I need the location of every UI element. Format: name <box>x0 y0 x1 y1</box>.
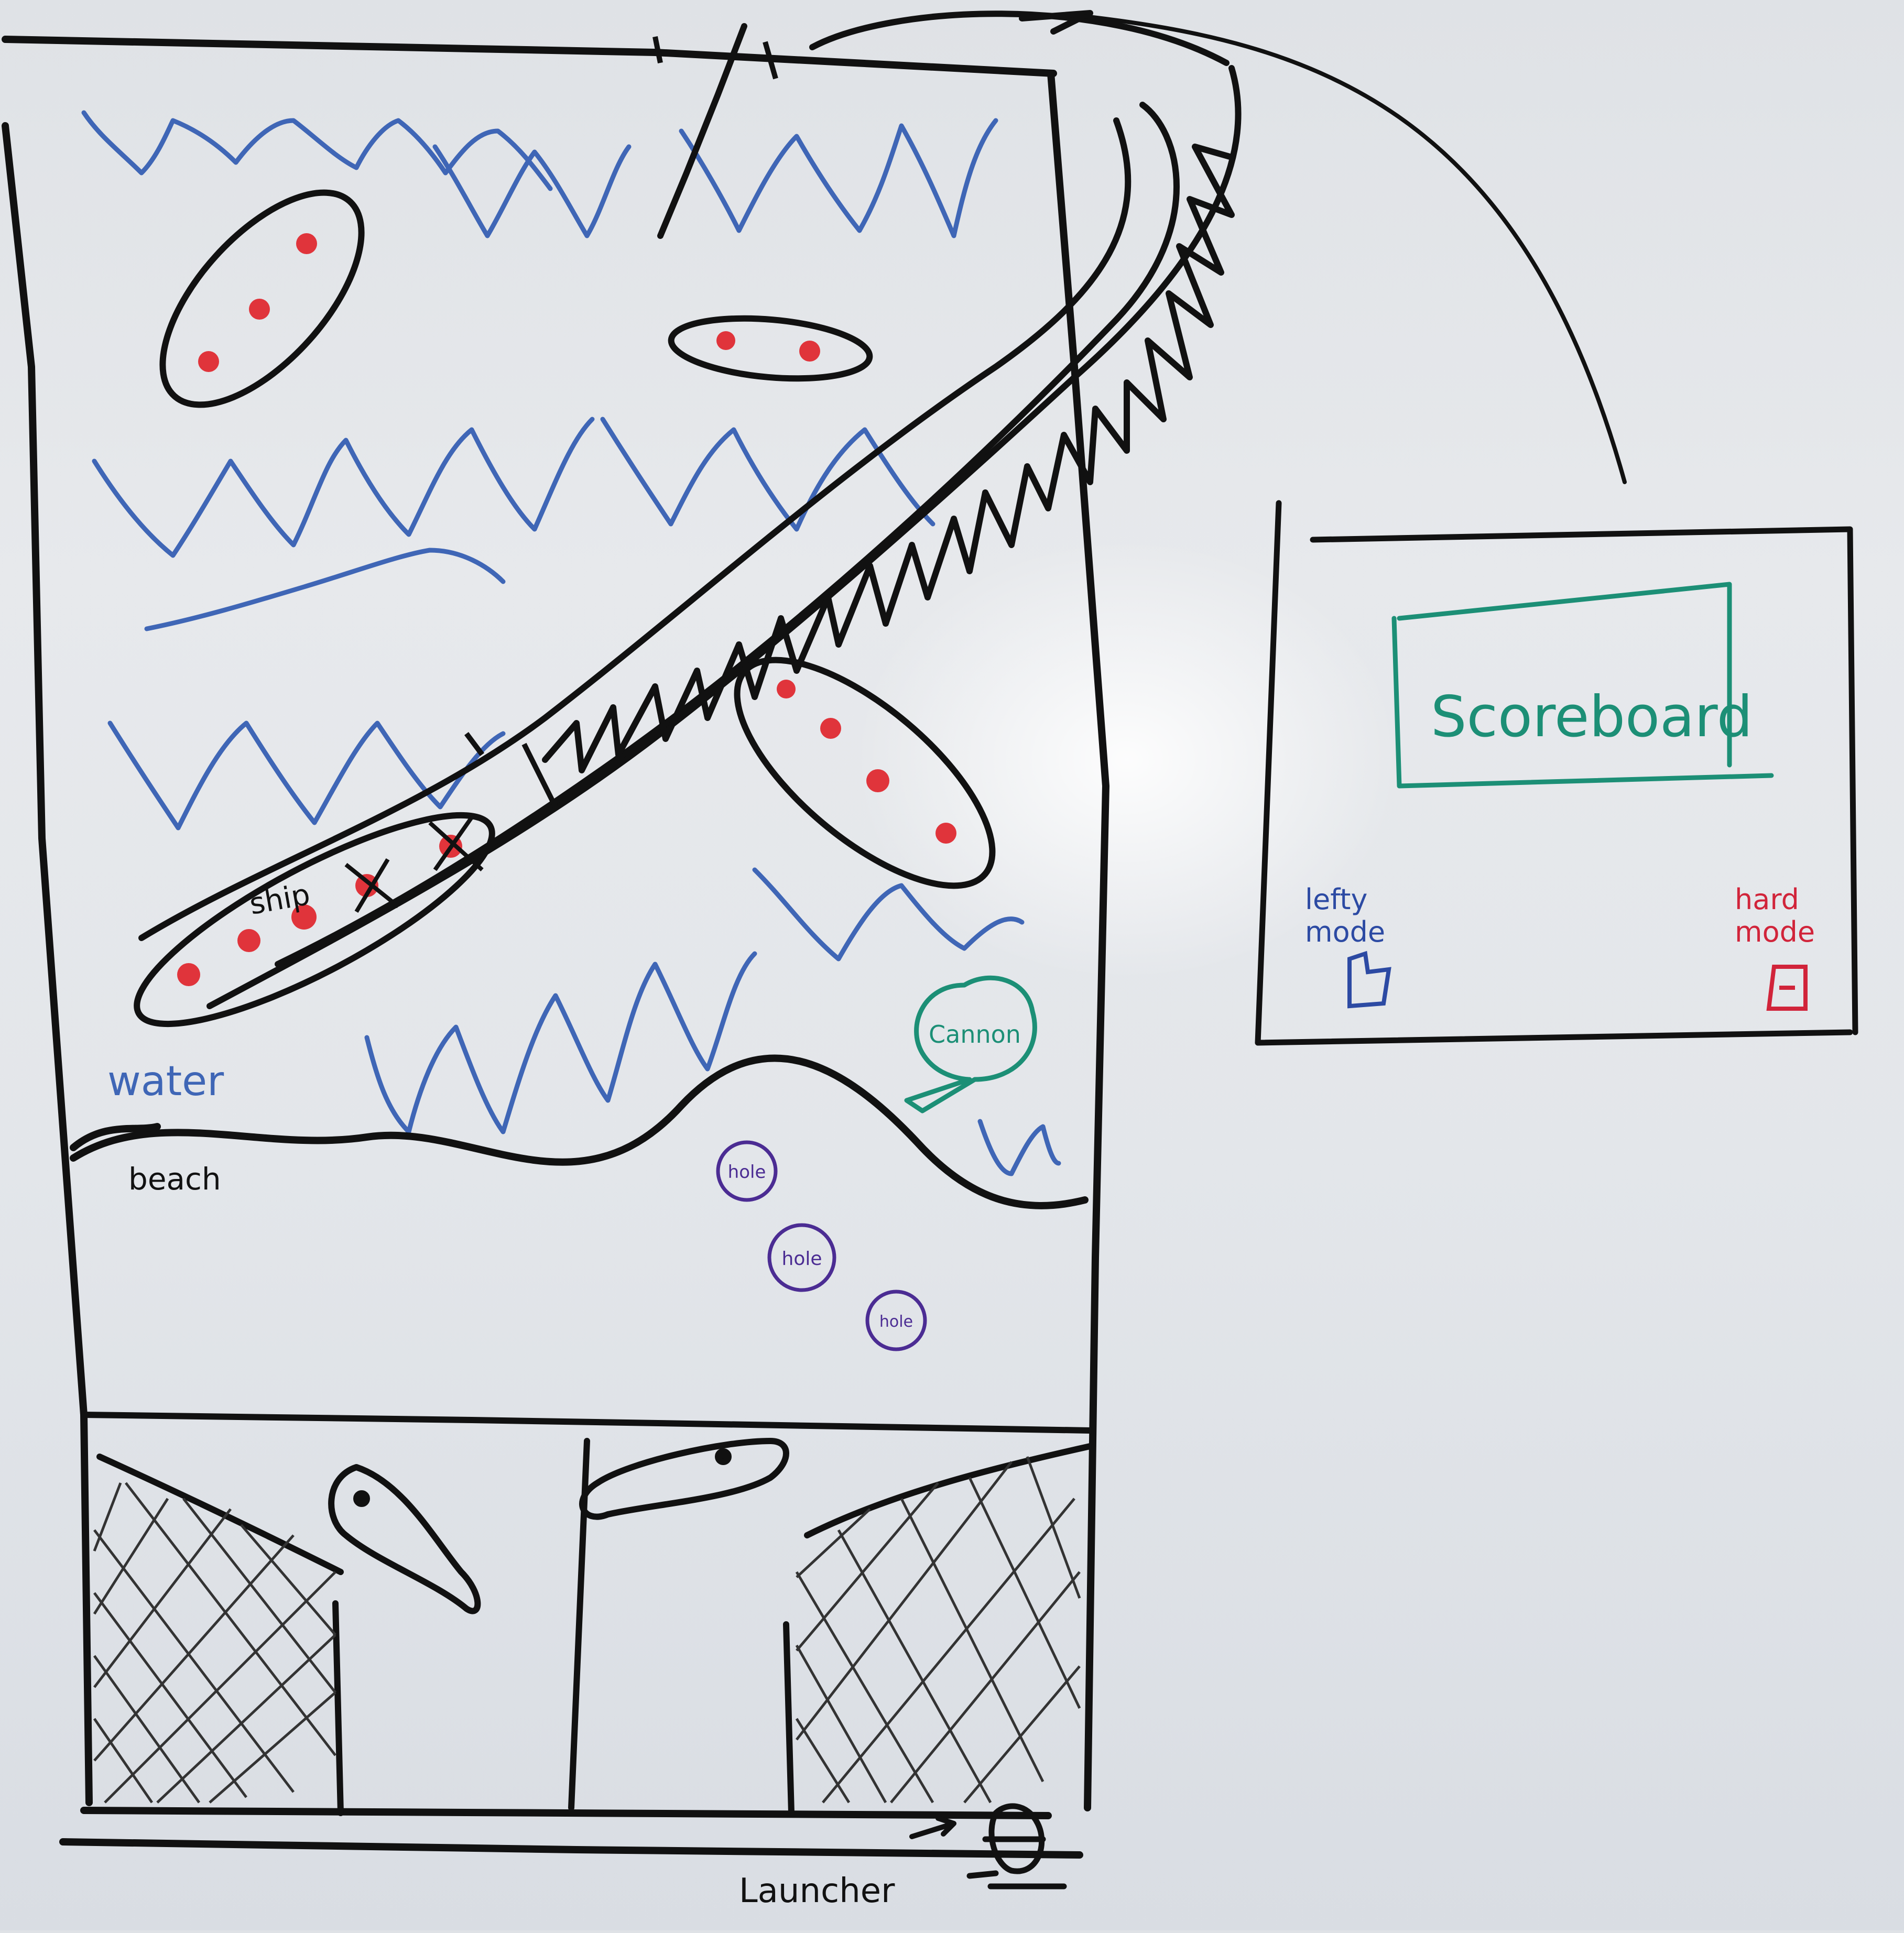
ship-top-left <box>159 189 365 408</box>
lefty-mode-label-line-1: lefty <box>1305 883 1367 916</box>
left-flipper[interactable] <box>328 1464 481 1614</box>
shoreline <box>70 1054 1089 1209</box>
scoreboard-title: Scoreboard <box>1431 684 1753 750</box>
ship-bottom-left <box>134 812 495 1028</box>
hatch-right <box>795 1456 1081 1804</box>
water-label: water <box>107 1058 224 1105</box>
hard-mode-label-line-2: mode <box>1735 915 1815 948</box>
cannon: Cannon <box>904 975 1037 1113</box>
shoreline-left <box>70 1123 161 1151</box>
lefty-mode-label-line-2: mode <box>1305 915 1385 948</box>
beach-label: beach <box>128 1161 221 1197</box>
hole-2 <box>767 1223 836 1292</box>
launcher-label: Launcher <box>739 1872 895 1910</box>
hard-mode-checkbox[interactable] <box>1766 965 1808 1011</box>
ship-top-right <box>668 315 873 382</box>
holes: hole hole hole <box>716 1140 927 1351</box>
hard-mode-label-line-1: hard <box>1735 883 1799 916</box>
hole-3-label: hole <box>879 1313 913 1331</box>
hole-3 <box>865 1290 927 1351</box>
cannon-label: Cannon <box>929 1020 1021 1049</box>
hole-1 <box>716 1140 778 1202</box>
launcher: Launcher <box>739 1803 1067 1910</box>
right-flipper[interactable] <box>579 1438 789 1520</box>
lefty-mode-checkbox[interactable] <box>1347 951 1391 1009</box>
water-waves <box>81 110 1061 1176</box>
ship-markers <box>177 233 956 986</box>
ramp-spring <box>542 144 1235 773</box>
playfield-frame <box>2 36 1109 1859</box>
hatch-left <box>93 1482 336 1804</box>
hole-1-label: hole <box>728 1162 766 1183</box>
scoreboard-panel: Scoreboard <box>1255 500 1858 1046</box>
scoreboard-connector <box>1078 14 1627 484</box>
flippers <box>328 1438 789 1614</box>
flipper-area <box>81 1412 1093 1816</box>
ships <box>134 189 996 1028</box>
hole-2-label: hole <box>782 1248 822 1270</box>
ramp-ticks <box>464 36 778 809</box>
